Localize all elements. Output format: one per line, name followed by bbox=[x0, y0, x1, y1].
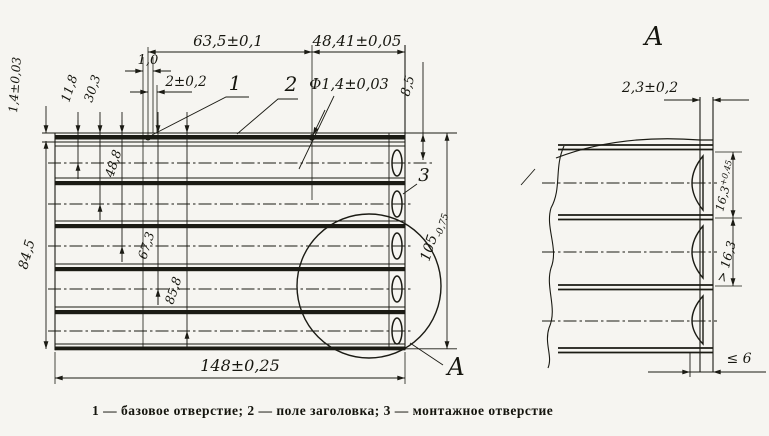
callout-header-field: 2 bbox=[284, 72, 298, 96]
figure-caption: 1 — базовое отверстие; 2 — поле заголовк… bbox=[92, 403, 554, 418]
callout-mount-hole: 3 bbox=[418, 165, 429, 186]
dim-edge-offset: 1,0 bbox=[138, 53, 159, 68]
dim-row-offset-2: 30,3 bbox=[81, 73, 104, 104]
callout-base-hole: 1 bbox=[229, 71, 242, 95]
mounting-hole bbox=[391, 317, 403, 345]
contact-leaf bbox=[691, 224, 704, 280]
mounting-hole bbox=[391, 149, 403, 177]
contact-leaf bbox=[691, 154, 704, 212]
dim-163-tol: +0,45 bbox=[719, 159, 735, 187]
dim-hole-diameter: Ф1,4±0,03 bbox=[309, 77, 389, 93]
dim-row-offset-3: 48,8 bbox=[101, 148, 124, 180]
dim-row-offset-4: 67,3 bbox=[135, 230, 158, 261]
dim-span-left: 63,5±0,1 bbox=[193, 32, 263, 50]
dim-cell-height: 16,3+0,45 bbox=[712, 159, 739, 213]
dim-row-offset-1: 11,8 bbox=[58, 73, 81, 104]
dim-span-right: 48,41±0,05 bbox=[312, 32, 402, 50]
base-hole bbox=[145, 134, 151, 141]
view-a-geometry: A bbox=[520, 22, 717, 377]
dim-105-value: 105 bbox=[418, 233, 442, 263]
mounting-hole bbox=[391, 275, 403, 303]
dim-row-offset-5: 85,8 bbox=[162, 275, 185, 306]
contact-leaf bbox=[691, 294, 704, 346]
header-strip bbox=[55, 135, 405, 140]
dim-edge-clearance: ≤ 6 bbox=[726, 351, 751, 367]
mounting-hole bbox=[391, 190, 403, 218]
dim-top-margin: 8,5 bbox=[398, 74, 418, 98]
dim-163-value: 16,3 bbox=[712, 184, 732, 212]
main-view-geometry bbox=[42, 45, 457, 351]
view-a-title: A bbox=[643, 22, 664, 52]
dim-105-tol: -0,75 bbox=[433, 212, 451, 239]
dim-overall-width: 148±0,25 bbox=[200, 356, 280, 375]
dim-hole-pitch: 2±0,2 bbox=[164, 74, 206, 90]
dim-overall-height-left: 84,5 bbox=[15, 238, 38, 271]
detail-circle bbox=[296, 213, 442, 359]
dim-slot-width: 2,3±0,2 bbox=[621, 80, 678, 96]
callout-detail-ref: A bbox=[445, 353, 464, 381]
dim-strip-thickness: 1,4±0,03 bbox=[6, 56, 24, 113]
break-line bbox=[546, 145, 565, 369]
dim-cell-height-min: > 16,3 bbox=[713, 239, 738, 284]
mounting-hole bbox=[391, 232, 403, 260]
